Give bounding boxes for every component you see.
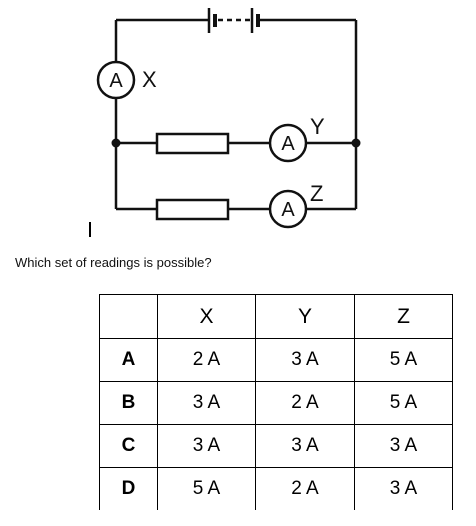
battery-symbol <box>116 8 356 33</box>
option-label: D <box>99 467 158 510</box>
ammeter-y-symbol: A <box>281 133 295 155</box>
ammeter-z: A <box>268 189 308 229</box>
table-row: A 2 A 3 A 5 A <box>99 338 453 382</box>
reading-cell: 3 A <box>255 424 355 468</box>
reading-cell: 5 A <box>354 381 453 425</box>
table-row: D 5 A 2 A 3 A <box>99 467 453 510</box>
ammeter-y: A <box>268 123 308 163</box>
ammeter-x-symbol: A <box>109 70 123 92</box>
reading-cell: 3 A <box>157 381 256 425</box>
reading-cell: 3 A <box>157 424 256 468</box>
reading-cell: 3 A <box>255 338 355 382</box>
junction-right <box>351 138 361 148</box>
circuit-diagram: A X A Y A Z <box>96 8 361 229</box>
header-cell: X <box>157 294 256 339</box>
table-row: B 3 A 2 A 5 A <box>99 381 453 425</box>
table-row: C 3 A 3 A 3 A <box>99 424 453 468</box>
reading-cell: 5 A <box>354 338 453 382</box>
reading-cell: 5 A <box>157 467 256 510</box>
junction-left <box>111 138 121 148</box>
reading-cell: 2 A <box>157 338 256 382</box>
reading-cell: 3 A <box>354 467 453 510</box>
option-label: C <box>99 424 158 468</box>
option-label: A <box>99 338 158 382</box>
option-label: B <box>99 381 158 425</box>
readings-table: X Y Z A 2 A 3 A 5 A B 3 A 2 A 5 A C 3 A … <box>99 294 453 510</box>
ammeter-z-symbol: A <box>281 199 295 221</box>
header-cell: Z <box>354 294 453 339</box>
table-header-row: X Y Z <box>99 294 453 339</box>
header-cell <box>99 294 158 339</box>
ammeter-y-label: Y <box>310 114 325 139</box>
resistor-2 <box>155 198 230 221</box>
reading-cell: 2 A <box>255 467 355 510</box>
header-cell: Y <box>255 294 355 339</box>
reading-cell: 3 A <box>354 424 453 468</box>
ammeter-z-label: Z <box>310 181 323 206</box>
resistor-1 <box>155 132 230 155</box>
ammeter-x-label: X <box>142 67 157 92</box>
text-cursor <box>89 222 91 237</box>
ammeter-x: A <box>96 60 136 100</box>
question-text: Which set of readings is possible? <box>15 255 212 270</box>
reading-cell: 2 A <box>255 381 355 425</box>
